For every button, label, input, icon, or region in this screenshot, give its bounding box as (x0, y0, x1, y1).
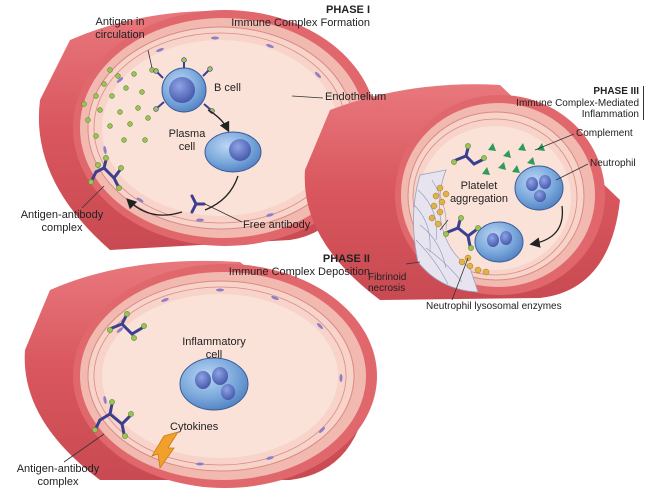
phase3-subtitle-line1: Immune Complex-Mediated (516, 98, 639, 109)
phase3-heading: PHASE III Immune Complex-Mediated Inflam… (516, 86, 644, 120)
neutrophil-label: Neutrophil (590, 158, 636, 169)
b-cell-label: B cell (214, 82, 241, 94)
degranulating-neutrophil (474, 221, 524, 263)
phase2-subtitle: Immune Complex Deposition (228, 266, 370, 278)
antigen-label: Antigen in circulation (95, 16, 145, 41)
phase2-complex-label: Antigen-antibody complex (16, 463, 100, 488)
complement-molecules (482, 143, 545, 175)
free-antibody-shape (190, 194, 206, 214)
phase1-arrow-antibody-to-complex (126, 198, 183, 216)
phase3-vessel (304, 84, 620, 301)
phase2-complex-leader (63, 433, 105, 463)
phase2-deposited-complex (92, 399, 134, 439)
phase1-subtitle: Immune Complex Formation (231, 17, 370, 29)
phase2-title: PHASE II (322, 253, 370, 265)
phase1-complex-label: Antigen-antibody complex (20, 209, 104, 234)
phase3-upper-complex (451, 143, 487, 166)
phase3-leader-lines (405, 133, 589, 301)
plasma-cell-label: Plasma cell (168, 128, 206, 153)
inflammatory-cell (179, 357, 249, 411)
fibrinoid-necrosis-label: Fibrinoid necrosis (368, 272, 407, 294)
phase1-leader-lines (81, 49, 324, 223)
phase1-immune-complex (88, 155, 124, 191)
phase1-arrow-plasma-to-antibody (204, 175, 239, 211)
antigen-particles (81, 67, 155, 143)
platelet-aggregation-label: Platelet aggregation (449, 180, 509, 205)
phase3-subtitle-line2: Inflammation (581, 109, 639, 120)
phase2-endothelial-cells (103, 288, 343, 466)
cytokines-label: Cytokines (170, 421, 219, 433)
lysosomal-enzymes-label: Neutrophil lysosomal enzymes (426, 301, 562, 312)
phase1-title: PHASE I (325, 4, 370, 16)
free-antibody-label: Free antibody (243, 219, 311, 231)
endothelium-label: Endothelium (325, 91, 387, 103)
phase3-title: PHASE III (593, 86, 639, 97)
inflammatory-cell-label: Inflammatory cell (182, 336, 246, 361)
phase1-arrow-bcell-to-plasma (207, 109, 230, 133)
plasma-cell (204, 131, 262, 173)
b-cell (153, 57, 215, 114)
phase2-floating-complex (107, 311, 147, 341)
phase3-neutrophil-arrow (529, 205, 564, 248)
phase3-immune-complex (443, 215, 481, 251)
neutrophil (514, 165, 564, 211)
complement-label: Complement (576, 128, 633, 139)
cytokines-arrow (151, 431, 179, 470)
